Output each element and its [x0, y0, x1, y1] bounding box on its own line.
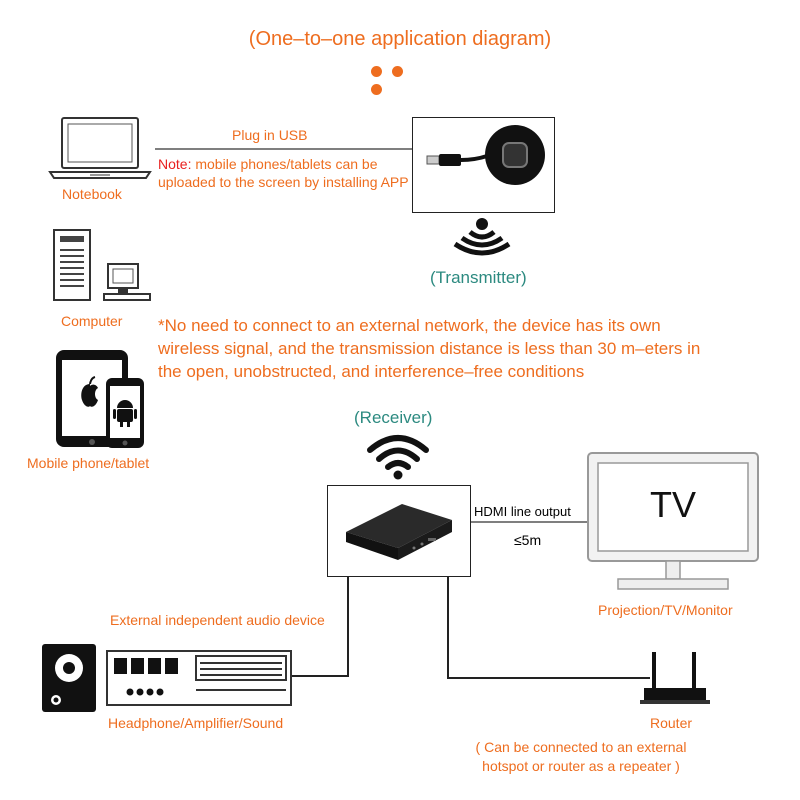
notebook-label: Notebook [62, 186, 122, 202]
router-icon [640, 650, 710, 706]
audio-device-label: External independent audio device [110, 612, 325, 628]
note-label: Note: [158, 156, 192, 172]
note-text: mobile phones/tablets can be uploaded to… [158, 156, 409, 190]
audio-caption: Headphone/Amplifier/Sound [108, 715, 284, 731]
transmitter-dongle-icon [426, 125, 545, 185]
android-icon [113, 400, 137, 427]
wifi-signal-icon [451, 216, 513, 256]
hdmi-label: HDMI line output [474, 504, 571, 519]
transmitter-label: (Transmitter) [430, 268, 527, 287]
router-caption: Router [650, 715, 693, 731]
receiver-label: (Receiver) [354, 408, 433, 427]
network-note: *No need to connect to an external netwo… [158, 316, 701, 381]
router-note: ( Can be connected to an external hotspo… [475, 739, 687, 774]
install-app-note: Note: mobile phones/tablets can be uploa… [158, 155, 413, 191]
tv-monitor-icon [586, 451, 760, 591]
apple-icon [81, 376, 98, 407]
mobile-tablet-icon [54, 350, 146, 450]
receiver-box [327, 485, 471, 577]
speaker-icon [42, 644, 96, 712]
tv-caption: Projection/TV/Monitor [598, 602, 733, 618]
computer-label: Computer [61, 313, 123, 329]
diagram-title: (One–to–one application diagram) [248, 28, 552, 50]
laptop-icon [46, 116, 154, 182]
desktop-computer-icon [52, 228, 152, 304]
wifi-icon [366, 432, 430, 480]
title-dots [371, 64, 431, 95]
receiver-settop-box-icon [346, 504, 452, 560]
amplifier-icon [106, 650, 292, 706]
transmitter-box [412, 117, 555, 213]
hdmi-distance: ≤5m [514, 532, 542, 548]
tv-screen-text: TV [649, 484, 696, 525]
plug-usb-label: Plug in USB [232, 127, 308, 143]
mobile-tablet-label: Mobile phone/tablet [27, 455, 150, 471]
